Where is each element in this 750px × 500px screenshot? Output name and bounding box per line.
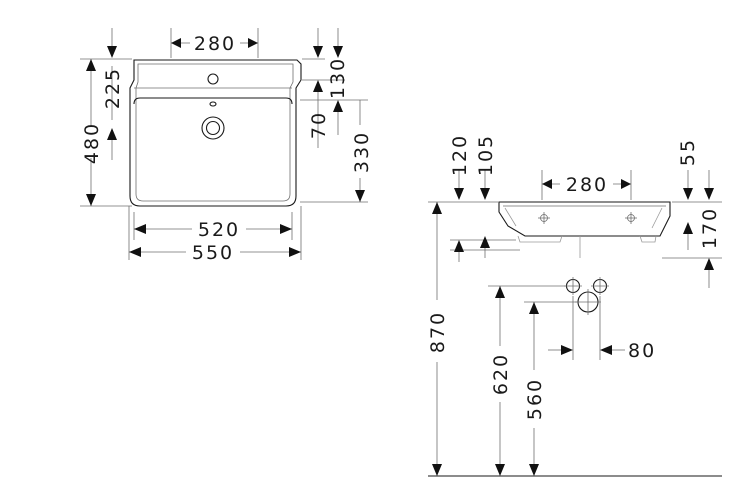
top-view: 280 520 550 480 225: [80, 28, 373, 264]
drain-outer-icon: [201, 116, 225, 140]
dim-480: 480: [81, 122, 103, 164]
dim-105: 105: [475, 134, 497, 176]
dim-620: 620: [490, 353, 512, 395]
dim-130: 130: [327, 57, 349, 99]
dim-225: 225: [102, 67, 124, 109]
drain-inner-icon: [205, 120, 221, 136]
dim-120: 120: [449, 134, 471, 176]
dim-70: 70: [308, 111, 330, 139]
basin-inner-rim: [135, 63, 294, 202]
bowl-edge: [133, 97, 293, 105]
dim-330: 330: [351, 131, 373, 173]
dim-55: 55: [677, 138, 699, 166]
dim-170: 170: [699, 207, 721, 249]
tap-hole-icon: [207, 73, 219, 85]
dim-280-side: 280: [566, 174, 608, 196]
dim-280-top: 280: [194, 33, 236, 55]
overflow-icon: [209, 101, 217, 107]
dim-520: 520: [198, 219, 240, 241]
side-view: 280 120 105 55 170 870: [427, 134, 722, 477]
dim-550: 550: [192, 242, 234, 264]
dim-560: 560: [524, 378, 546, 420]
dim-870: 870: [427, 311, 449, 353]
basin-profile: [498, 201, 671, 237]
dim-80: 80: [628, 340, 656, 362]
basin-outline: [129, 59, 302, 207]
